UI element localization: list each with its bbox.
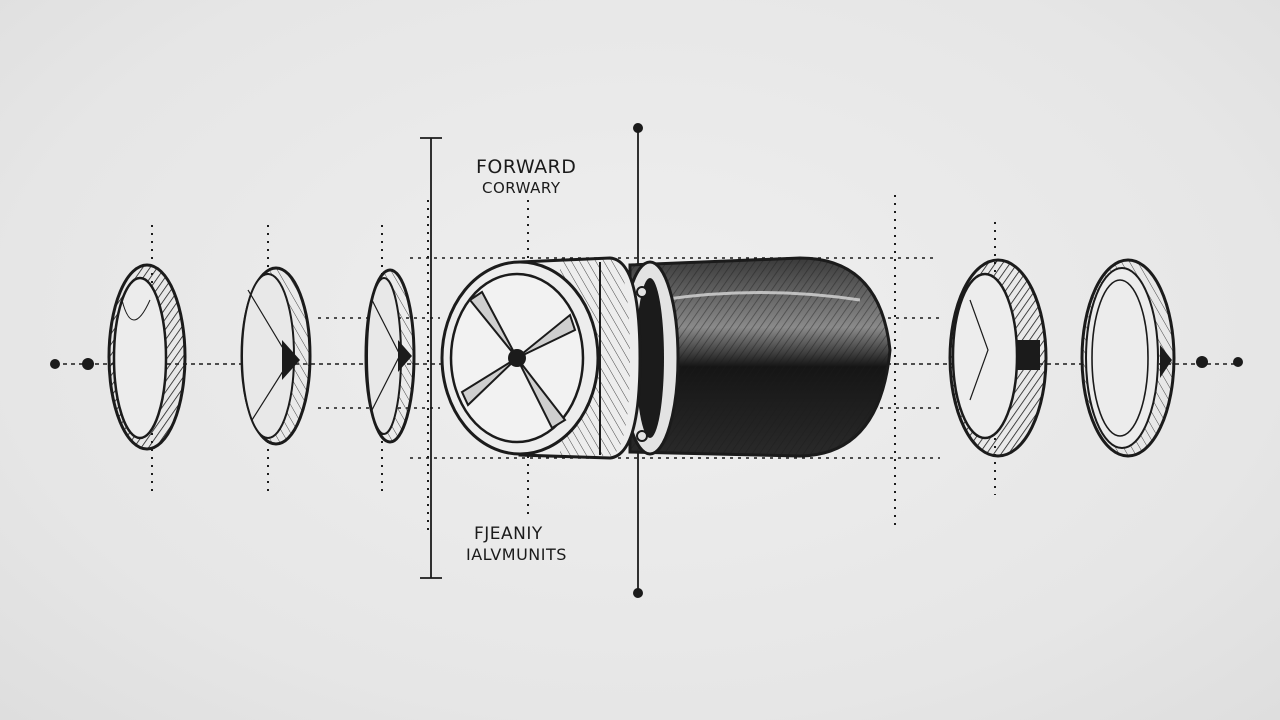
ring-1: [107, 263, 187, 451]
label-bottom-line-2: IALVMUNITS: [466, 545, 567, 564]
ring-5: [948, 258, 1048, 458]
lens-3: [364, 268, 416, 444]
main-cylinder: [620, 256, 892, 458]
label-bottom-line-1: FJEANIY: [474, 524, 543, 544]
label-top-line-2: CORWARY: [482, 179, 561, 197]
dimension-bracket: [420, 137, 442, 579]
ring-6: [1080, 258, 1176, 458]
label-top-line-1: FORWARD: [476, 156, 577, 178]
front-housing: [440, 256, 642, 460]
horizontal-guides: [318, 257, 940, 459]
lens-2: [240, 266, 312, 446]
axis-end-dots: [50, 123, 1243, 598]
